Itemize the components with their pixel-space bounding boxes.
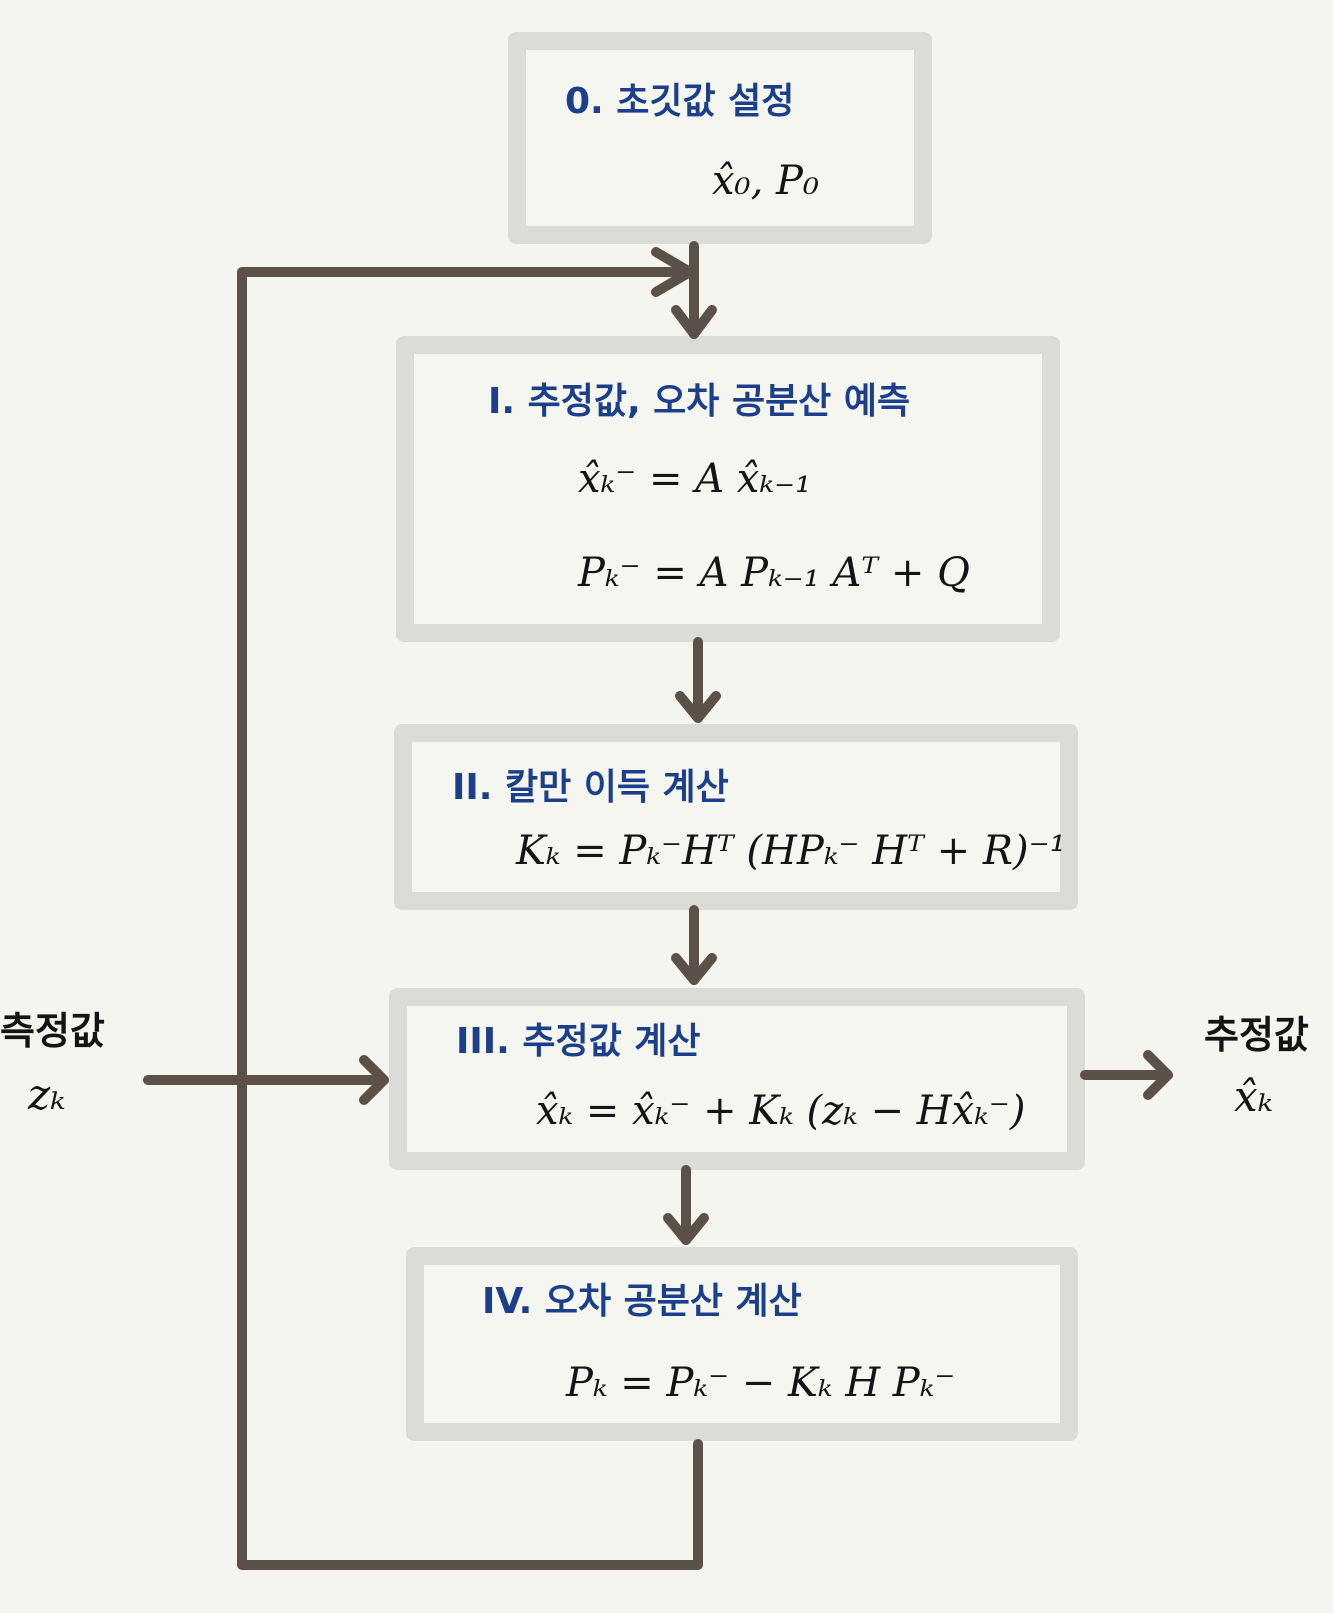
step-box-predict xyxy=(396,336,1060,642)
step-box-kalman-gain xyxy=(394,724,1078,910)
step-box-init xyxy=(508,32,932,244)
estimate-output-variable: x̂ₖ xyxy=(1234,1072,1274,1121)
kalman-gain-equation: Kₖ = Pₖ⁻Hᵀ (HPₖ⁻ Hᵀ + R)⁻¹ xyxy=(516,828,1066,874)
predict-covariance-equation: Pₖ⁻ = A Pₖ₋₁ Aᵀ + Q xyxy=(578,550,970,596)
step-title-predict: I. 추정값, 오차 공분산 예측 xyxy=(488,381,911,422)
measurement-variable: zₖ xyxy=(28,1070,66,1119)
error-covariance-equation: Pₖ = Pₖ⁻ − Kₖ H Pₖ⁻ xyxy=(566,1360,956,1406)
step-title-error-covariance: IV. 오차 공분산 계산 xyxy=(482,1281,802,1322)
step-title-estimate: III. 추정값 계산 xyxy=(456,1021,701,1062)
step-box-error-covariance xyxy=(406,1247,1078,1441)
step-box-estimate xyxy=(389,988,1085,1170)
predict-state-equation: x̂ₖ⁻ = A x̂ₖ₋₁ xyxy=(578,456,812,502)
measurement-label: 측정값 xyxy=(0,1009,105,1053)
arrowhead-estimate-to-covariance xyxy=(663,1213,709,1245)
init-equation: x̂₀, P₀ xyxy=(712,158,819,204)
arrowhead-init-to-predict xyxy=(671,305,717,339)
arrowhead-gain-to-estimate xyxy=(671,953,717,985)
step-title-init: 0. 초깃값 설정 xyxy=(565,81,795,122)
step-title-kalman-gain: II. 칼만 이득 계산 xyxy=(452,767,729,808)
arrowhead-predict-to-gain xyxy=(675,691,721,723)
arrowhead-estimate-output xyxy=(1143,1050,1173,1100)
estimate-equation: x̂ₖ = x̂ₖ⁻ + Kₖ (zₖ − Hx̂ₖ⁻) xyxy=(536,1088,1026,1134)
arrowhead-measurement-input xyxy=(359,1055,389,1105)
estimate-output-label: 추정값 xyxy=(1204,1013,1309,1057)
feedback-loop-line xyxy=(237,267,703,1570)
